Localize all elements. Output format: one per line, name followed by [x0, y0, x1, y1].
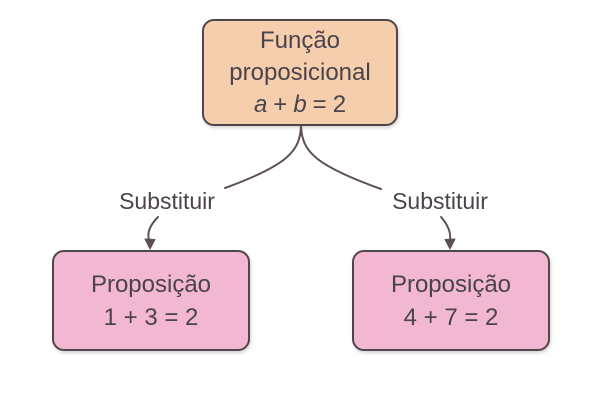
root-title-line-1: Função	[259, 26, 341, 54]
fork-edge-left	[224, 125, 302, 189]
node-proposicao-left: Proposição 1 + 3 = 2	[52, 250, 250, 351]
arrow-left-shaft	[147, 216, 159, 241]
formula-variable-b: b	[293, 90, 307, 118]
formula-equals-sign: =	[312, 90, 327, 118]
formula-result: 2	[332, 90, 347, 118]
edge-label-substituir-right: Substituir	[392, 188, 488, 214]
right-node-title: Proposição	[390, 270, 512, 298]
edge-label-substituir-left: Substituir	[119, 188, 215, 214]
right-node-formula: 4 + 7 = 2	[403, 303, 499, 331]
arrow-right-head-icon	[444, 238, 456, 250]
left-node-title: Proposição	[90, 270, 212, 298]
formula-variable-a: a	[253, 90, 268, 118]
left-node-formula: 1 + 3 = 2	[103, 303, 199, 331]
fork-edge-right	[300, 125, 382, 190]
arrow-right-shaft	[440, 216, 452, 241]
arrow-left-head-icon	[144, 238, 156, 250]
node-proposicao-right: Proposição 4 + 7 = 2	[352, 250, 550, 351]
node-funcao-proposicional: Função proposicional a+b=2	[202, 19, 398, 126]
root-title-line-2: proposicional	[229, 58, 371, 86]
formula-plus-sign: +	[273, 90, 288, 118]
root-formula: a+b=2	[251, 89, 349, 121]
